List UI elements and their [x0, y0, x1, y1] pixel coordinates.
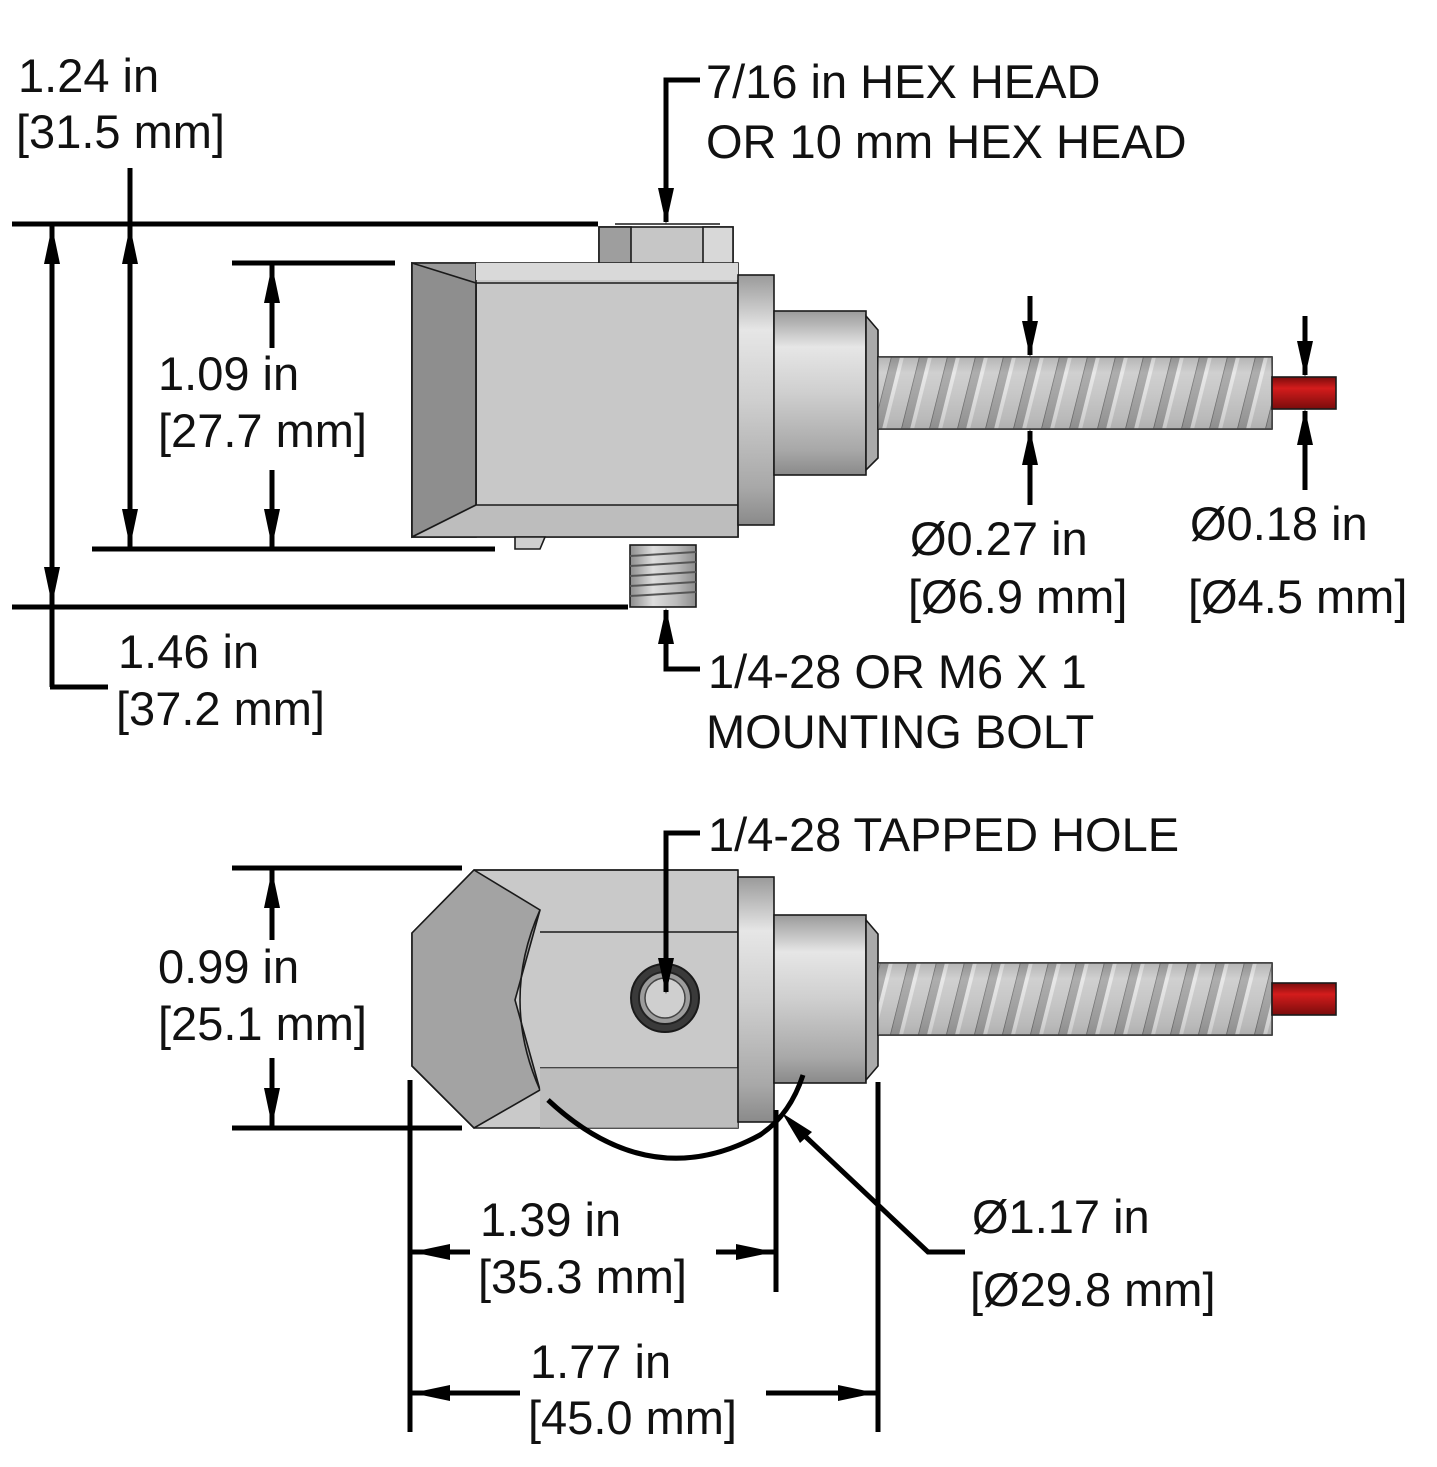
hex-head-line2: OR 10 mm HEX HEAD [706, 115, 1187, 168]
dimension-labels: 1.24 in [31.5 mm] 7/16 in HEX HEAD OR 10… [16, 49, 1407, 1444]
sensor-body-bottom [411, 868, 739, 1129]
cable-end [1271, 376, 1337, 410]
dimension-lines [12, 77, 1313, 1432]
body-height-imperial: 1.09 in [158, 347, 299, 400]
bottom-height-metric: [25.1 mm] [158, 997, 367, 1050]
bottom-view [411, 868, 1337, 1129]
hex-head [598, 223, 734, 268]
overall-length-imperial: 1.77 in [530, 1335, 671, 1388]
body-length-metric: [35.3 mm] [478, 1250, 687, 1303]
mounting-bolt-line1: 1/4-28 OR M6 X 1 [708, 645, 1087, 698]
overall-height-imperial: 1.24 in [18, 49, 159, 102]
tapped-hole [630, 963, 700, 1033]
cable-end-bottom [1271, 982, 1337, 1016]
armored-cable-bottom [877, 962, 1273, 1036]
cable-armor-diameter-imperial: Ø0.27 in [910, 512, 1088, 565]
side-view [411, 223, 1337, 608]
tapped-hole-label: 1/4-28 TAPPED HOLE [708, 808, 1179, 861]
collar-bottom [737, 876, 879, 1123]
mounting-bolt-line2: MOUNTING BOLT [706, 705, 1094, 758]
body-diameter-metric: [Ø29.8 mm] [970, 1263, 1216, 1316]
overall-length-metric: [45.0 mm] [528, 1391, 737, 1444]
armored-cable [877, 356, 1273, 430]
overall-height-metric: [31.5 mm] [16, 105, 225, 158]
mounting-bolt [629, 544, 697, 608]
cable-diameter-imperial: Ø0.18 in [1190, 497, 1368, 550]
cable-armor-diameter-metric: [Ø6.9 mm] [908, 570, 1127, 623]
body-height-metric: [27.7 mm] [158, 404, 367, 457]
height-with-bolt-metric: [37.2 mm] [116, 682, 325, 735]
hex-head-line1: 7/16 in HEX HEAD [706, 55, 1100, 108]
bottom-height-imperial: 0.99 in [158, 940, 299, 993]
collar [737, 274, 879, 526]
height-with-bolt-imperial: 1.46 in [118, 625, 259, 678]
body-length-imperial: 1.39 in [480, 1193, 621, 1246]
sensor-body [411, 261, 739, 550]
body-diameter-imperial: Ø1.17 in [972, 1190, 1150, 1243]
cable-diameter-metric: [Ø4.5 mm] [1188, 570, 1407, 623]
